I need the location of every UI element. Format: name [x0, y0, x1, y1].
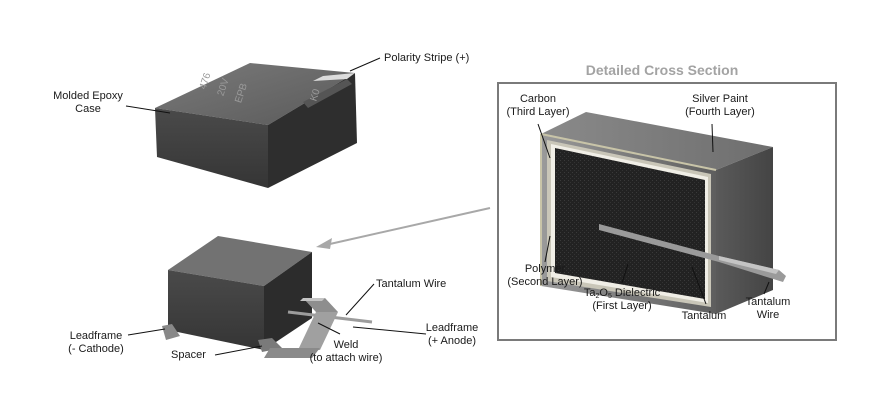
leader-tantalum: [691, 266, 707, 305]
chip-marking-line-1: 476: [198, 71, 214, 91]
leader-case: [125, 105, 171, 114]
dielectric-o: O: [599, 287, 608, 299]
leader-carbon: [537, 123, 551, 159]
label-polymer-line-1: Polymer: [524, 263, 566, 275]
label-silver-paint-line-1: Silver Paint: [692, 93, 748, 105]
dielectric-sub-5: 5: [607, 293, 612, 300]
leader-cathode: [127, 328, 166, 336]
leader-polarity: [349, 57, 381, 72]
label-spacer: Spacer: [171, 349, 206, 361]
cathode-leadframe: [162, 324, 180, 340]
leader-polymer: [544, 235, 551, 263]
polarity-stripe: [313, 73, 355, 81]
cross-section-pointer-head: [316, 238, 332, 249]
label-leadframe-cathode: Leadframe (- Cathode): [68, 330, 124, 356]
chip-side-face: [268, 73, 357, 188]
section-tantalum-wire: [599, 224, 786, 282]
label-leadframe-cathode-line-1: Leadframe: [69, 330, 123, 342]
label-weld-line-1: Weld: [333, 339, 359, 351]
cross-section-pointer: [320, 207, 491, 247]
dielectric-word: Dielectric: [611, 287, 661, 299]
label-polarity-stripe: Polarity Stripe (+): [384, 52, 470, 64]
anode-leadframe-foot: [264, 348, 320, 358]
tantalum-core: [555, 148, 705, 299]
label-dielectric-line-1: Ta2O5 Dielectric: [584, 287, 660, 300]
chip-front-face: [155, 108, 268, 188]
label-carbon-line-2: (Third Layer): [506, 106, 570, 118]
internal-assembly: [162, 236, 373, 358]
cross-section-block: [540, 112, 786, 314]
leader-anode: [352, 326, 427, 335]
dielectric-sub-2: 2: [595, 293, 600, 300]
label-section-tantalum-wire-line-2: Wire: [756, 309, 780, 321]
section-wire-highlight: [719, 256, 779, 274]
dielectric-ta: Ta: [583, 287, 596, 299]
molded-epoxy-chip: 476 20V EPB K0: [155, 63, 357, 188]
label-carbon: Carbon (Third Layer): [507, 93, 570, 119]
label-molded-epoxy-case: Molded Epoxy Case: [53, 90, 123, 116]
leader-dielectric: [621, 263, 629, 284]
label-weld: Weld (to attach wire): [310, 339, 383, 365]
chip-top-face: [155, 63, 355, 125]
polarity-stripe-shade: [303, 79, 352, 108]
carbon-layer-edge: [540, 133, 717, 171]
leader-weld: [317, 322, 341, 335]
label-dielectric: Ta2O5 Dielectric (First Layer): [584, 287, 660, 313]
label-section-tantalum-wire-line-1: Tantalum: [745, 296, 791, 308]
anode-leadframe-top: [303, 298, 338, 312]
label-molded-epoxy-case-line-1: Molded Epoxy: [53, 90, 123, 102]
label-tantalum: Tantalum: [681, 310, 727, 322]
label-polymer: Polymer (Second Layer): [507, 263, 582, 289]
cross-section-title: Detailed Cross Section: [585, 62, 739, 78]
leader-lines: [125, 57, 770, 356]
chip-marking-line-2: 20V: [216, 77, 232, 98]
label-molded-epoxy-case-line-2: Case: [75, 103, 101, 115]
leader-tantalum-wire: [345, 283, 375, 316]
capacitor-element-side: [264, 252, 312, 350]
anode-leadframe-bend: [298, 312, 338, 350]
block-side-face: [716, 147, 773, 314]
capacitor-element-top: [168, 236, 312, 286]
leadframe-highlight: [300, 298, 325, 301]
leader-silver: [711, 123, 714, 153]
leader-section-wire: [763, 281, 770, 295]
label-polymer-line-2: (Second Layer): [507, 276, 583, 288]
leader-spacer: [214, 345, 263, 356]
label-leadframe-anode-line-1: Leadframe: [425, 322, 479, 334]
capacitor-element-front: [168, 270, 264, 350]
label-dielectric-line-2: (First Layer): [592, 300, 652, 312]
label-weld-line-2: (to attach wire): [309, 352, 383, 364]
label-carbon-line-1: Carbon: [519, 93, 557, 105]
label-leadframe-anode: Leadframe (+ Anode): [426, 322, 479, 348]
label-silver-paint: Silver Paint (Fourth Layer): [685, 93, 755, 119]
label-section-tantalum-wire: Tantalum Wire: [746, 296, 791, 322]
chip-marking-text: 476 20V EPB K0: [198, 71, 323, 104]
label-silver-paint-line-2: (Fourth Layer): [685, 106, 755, 118]
label-leadframe-anode-line-2: (+ Anode): [427, 335, 476, 347]
label-tantalum-wire: Tantalum Wire: [376, 278, 447, 290]
chip-polarity-mark: K0: [309, 87, 323, 102]
block-top-face: [541, 112, 773, 170]
label-leadframe-cathode-line-2: (- Cathode): [68, 343, 124, 355]
